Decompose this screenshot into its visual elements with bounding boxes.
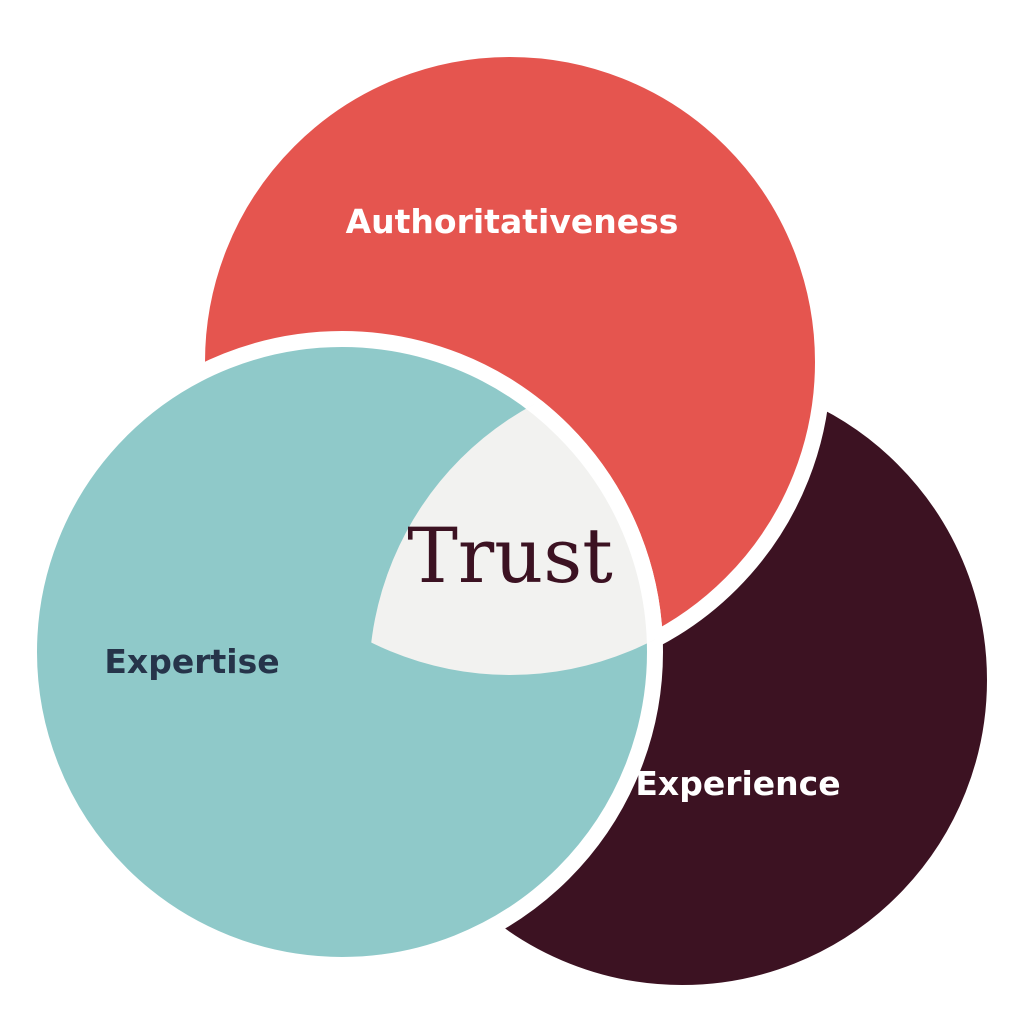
authoritativeness-label: Authoritativeness: [346, 202, 679, 241]
experience-label: Experience: [635, 764, 840, 803]
trust-label: Trust: [407, 511, 613, 600]
expertise-label: Expertise: [104, 642, 279, 681]
